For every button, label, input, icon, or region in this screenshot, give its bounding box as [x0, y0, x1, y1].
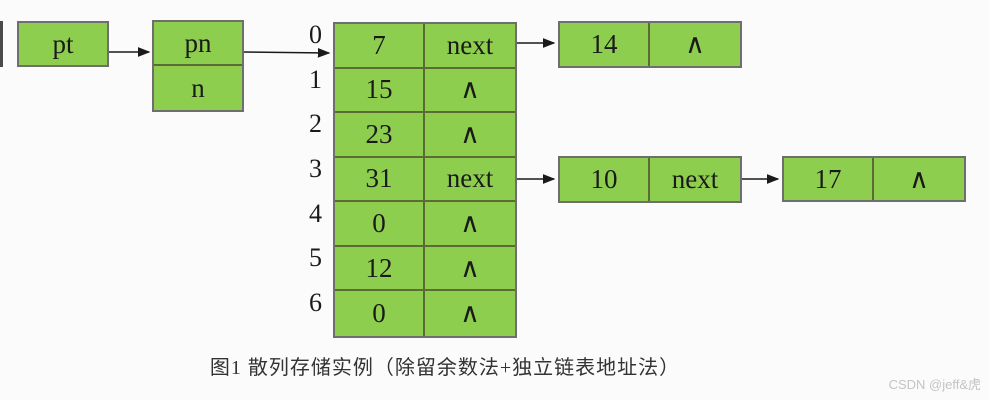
hash-cell-value-1: 15	[335, 68, 425, 114]
hash-index-6: 6	[309, 287, 322, 317]
list-node-10: 10 next	[558, 156, 742, 203]
hash-index-1: 1	[309, 64, 322, 94]
hash-cell-link-5: ∧	[425, 246, 515, 292]
node-10-link: next	[650, 158, 740, 201]
pointer-pt-box: pt	[17, 21, 109, 67]
pointer-pt-label: pt	[52, 28, 74, 59]
node-17-link: ∧	[874, 158, 964, 200]
hash-cell-link-6: ∧	[425, 291, 515, 336]
hash-cell-value-0: 7	[335, 24, 425, 69]
hash-cell-link-3: next	[425, 157, 515, 203]
csdn-watermark: CSDN @jeff&虎	[888, 377, 981, 392]
hash-cell-link-4: ∧	[425, 202, 515, 247]
list-node-17: 17 ∧	[782, 156, 966, 202]
hash-index-3: 3	[309, 153, 322, 183]
hash-cell-link-0: next	[425, 24, 515, 69]
figure-caption: 图1 散列存储实例（除留余数法+独立链表地址法）	[209, 357, 681, 379]
hash-index-4: 4	[309, 198, 322, 228]
left-clipped-edge-line	[0, 21, 3, 67]
hash-cell-link-2: ∧	[425, 113, 515, 158]
node-14-link: ∧	[650, 23, 740, 66]
pointer-pn-cell: pn	[154, 22, 242, 66]
hash-cell-value-5: 12	[335, 246, 425, 292]
node-17-value: 17	[784, 158, 874, 200]
pointer-pn-n-box: pn n	[152, 20, 244, 112]
node-14-value: 14	[560, 23, 650, 66]
hash-table: 7 next 15 ∧ 23 ∧ 31 next 0 ∧ 12 ∧ 0 ∧	[333, 22, 517, 338]
list-node-14: 14 ∧	[558, 21, 742, 68]
hash-cell-value-6: 0	[335, 291, 425, 336]
hash-cell-value-2: 23	[335, 113, 425, 158]
pointer-n-cell: n	[154, 66, 242, 110]
hash-index-column: 0 1 2 3 4 5 6	[282, 20, 322, 334]
hash-index-2: 2	[309, 109, 322, 139]
hash-cell-value-3: 31	[335, 157, 425, 203]
node-10-value: 10	[560, 158, 650, 201]
hash-cell-link-1: ∧	[425, 68, 515, 114]
hash-index-0: 0	[309, 20, 322, 50]
hash-cell-value-4: 0	[335, 202, 425, 247]
hash-index-5: 5	[309, 243, 322, 273]
